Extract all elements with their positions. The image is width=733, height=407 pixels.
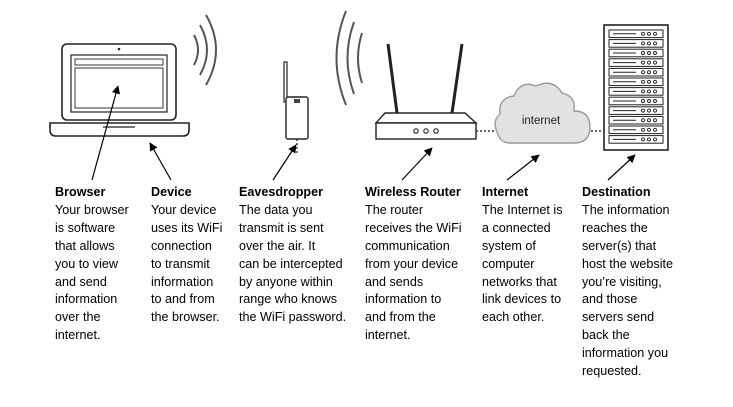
server-led — [647, 41, 651, 46]
server-led — [653, 137, 657, 142]
server-led — [653, 127, 657, 132]
laptop-icon — [49, 43, 190, 137]
cloud-icon — [494, 82, 591, 144]
column-title: Browser — [55, 185, 106, 199]
server-led — [647, 99, 651, 103]
eavesdropper-device-icon — [283, 61, 309, 154]
server-led — [653, 89, 657, 94]
column-internet: Internet The Internet is a connected sys… — [482, 184, 563, 327]
column-wireless-router: Wireless Router The router receives the … — [365, 184, 462, 345]
server-led — [647, 79, 651, 84]
wifi-waves-icon — [193, 14, 217, 86]
server-led — [641, 51, 645, 55]
column-device: Device Your device uses its WiFi connect… — [151, 184, 222, 327]
column-title: Device — [151, 185, 192, 199]
router-wifi-waves-icon — [335, 10, 363, 106]
server-led — [653, 79, 657, 84]
column-title: Eavesdropper — [239, 185, 323, 199]
arrow-eavesdropper — [272, 144, 297, 181]
server-led — [641, 137, 645, 142]
column-body: The data you transmit is sent over the a… — [239, 202, 347, 325]
arrow-browser — [91, 85, 121, 181]
server-led — [653, 31, 657, 36]
server-led — [653, 41, 657, 46]
server-led — [641, 89, 645, 94]
server-led — [653, 99, 657, 103]
server-led — [641, 31, 645, 36]
server-led — [641, 60, 645, 65]
arrow-destination — [607, 154, 636, 181]
column-body: The information reaches the server(s) th… — [582, 202, 674, 379]
server-led — [647, 89, 651, 94]
arrow-device — [149, 142, 172, 181]
server-led — [647, 127, 651, 132]
column-body: Your browser is software that allows you… — [55, 202, 129, 343]
server-led — [641, 118, 645, 123]
server-led — [647, 137, 651, 142]
server-led — [641, 70, 645, 75]
server-led — [647, 51, 651, 55]
column-title: Destination — [582, 185, 651, 199]
router-icon — [374, 43, 478, 140]
server-led — [653, 118, 657, 123]
server-led — [647, 60, 651, 65]
server-led — [641, 41, 645, 46]
server-led — [653, 51, 657, 55]
arrow-router — [401, 147, 433, 181]
cloud-label: internet — [522, 115, 561, 127]
server-led — [641, 79, 645, 84]
server-led — [647, 108, 651, 113]
column-browser: Browser Your browser is software that al… — [55, 184, 129, 345]
column-title: Wireless Router — [365, 185, 461, 199]
server-led — [647, 31, 651, 36]
column-body: The Internet is a connected system of co… — [482, 202, 563, 325]
server-led — [653, 60, 657, 65]
column-body: Your device uses its WiFi connection to … — [151, 202, 223, 325]
column-body: The router receives the WiFi communicati… — [365, 202, 462, 343]
server-led — [647, 118, 651, 123]
server-led — [641, 127, 645, 132]
server-led — [641, 99, 645, 103]
arrow-internet — [506, 154, 540, 181]
network-diagram: internet — [49, 10, 669, 181]
server-led — [647, 70, 651, 75]
server-led — [653, 70, 657, 75]
column-destination: Destination The information reaches the … — [582, 184, 673, 381]
column-title: Internet — [482, 185, 529, 199]
server-led — [641, 108, 645, 113]
server-led — [653, 108, 657, 113]
column-eavesdropper: Eavesdropper The data you transmit is se… — [239, 184, 346, 327]
server-rack-icon — [603, 24, 669, 151]
